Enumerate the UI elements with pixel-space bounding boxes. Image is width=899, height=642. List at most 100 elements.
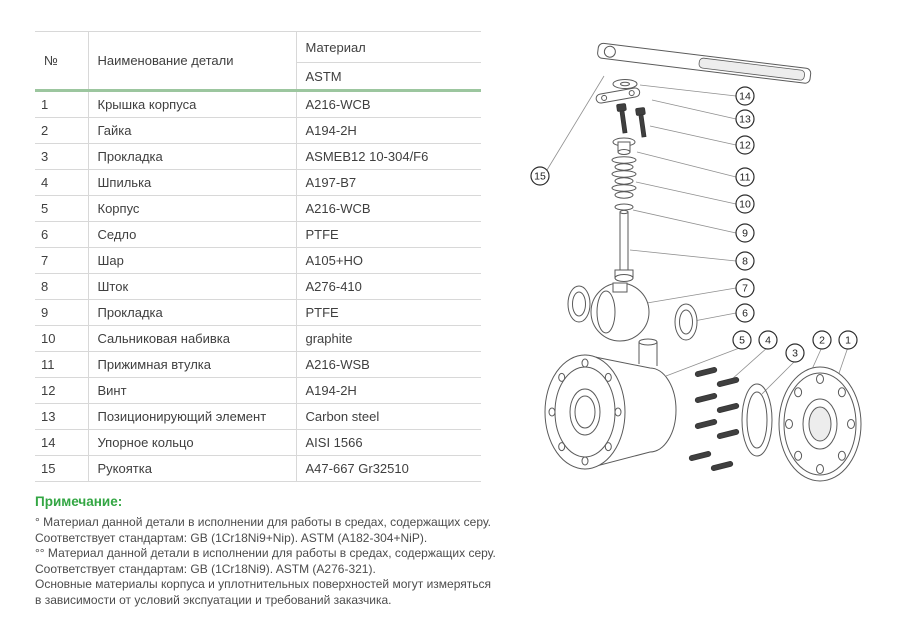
thrust-ring: [612, 79, 638, 89]
svg-text:12: 12: [739, 140, 751, 152]
part-name: Корпус: [87, 195, 296, 222]
part-number: 14: [35, 429, 88, 456]
part-material: Carbon steel: [295, 403, 481, 430]
stop-plate: [595, 87, 641, 104]
svg-text:11: 11: [740, 172, 751, 184]
note-title: Примечание:: [35, 494, 123, 509]
part-number: 9: [35, 299, 88, 326]
part-material: A216-WCB: [295, 90, 481, 118]
note-line: в зависимости от условий экспуатации и т…: [35, 592, 392, 607]
svg-text:3: 3: [792, 348, 798, 360]
part-name: Рукоятка: [87, 455, 296, 482]
ball: [590, 282, 650, 342]
part-name: Крышка корпуса: [87, 90, 296, 118]
part-number: 8: [35, 273, 88, 300]
part-material: A194-2H: [295, 117, 481, 144]
note-line: Соответствует стандартам: GB (1Cr18Ni9+N…: [35, 530, 428, 545]
callout-2: 2: [812, 330, 832, 350]
part-number: 4: [35, 169, 88, 196]
part-material: A105+HO: [295, 247, 481, 274]
part-name: Шпилька: [87, 169, 296, 196]
callout-4: 4: [758, 330, 778, 350]
svg-text:13: 13: [739, 114, 751, 126]
part-name: Прокладка: [87, 299, 296, 326]
screws: [616, 103, 647, 138]
part-number: 2: [35, 117, 88, 144]
end-flange: [778, 366, 862, 482]
callout-13: 13: [735, 109, 755, 129]
svg-text:10: 10: [739, 199, 751, 211]
part-number: 15: [35, 455, 88, 482]
part-number: 12: [35, 377, 88, 404]
svg-text:5: 5: [739, 335, 745, 347]
callout-5: 5: [732, 330, 752, 350]
part-name: Сальниковая набивка: [87, 325, 296, 352]
part-name: Шток: [87, 273, 296, 300]
svg-text:7: 7: [742, 283, 748, 295]
part-number: 6: [35, 221, 88, 248]
part-name: Шар: [87, 247, 296, 274]
col-header-material: Материал: [295, 31, 481, 63]
part-number: 3: [35, 143, 88, 170]
part-material: graphite: [295, 325, 481, 352]
part-number: 11: [35, 351, 88, 378]
callout-11: 11: [735, 167, 755, 187]
note-line: °° Материал данной детали в исполнении д…: [35, 546, 496, 560]
part-material: AISI 1566: [295, 429, 481, 456]
col-header-material-standard: ASTM: [295, 62, 481, 92]
svg-text:2: 2: [819, 335, 825, 347]
part-number: 13: [35, 403, 88, 430]
part-name: Винт: [87, 377, 296, 404]
part-material: A276-410: [295, 273, 481, 300]
svg-text:15: 15: [534, 171, 546, 183]
svg-text:8: 8: [742, 256, 748, 268]
callout-7: 7: [735, 278, 755, 298]
part-material: A216-WSB: [295, 351, 481, 378]
callout-15: 15: [530, 166, 550, 186]
seat-left: [567, 285, 591, 323]
callout-14: 14: [735, 86, 755, 106]
callout-10: 10: [735, 194, 755, 214]
part-material: A194-2H: [295, 377, 481, 404]
part-name: Седло: [87, 221, 296, 248]
part-material: A47-667 Gr32510: [295, 455, 481, 482]
part-name: Позиционирующий элемент: [87, 403, 296, 430]
col-header-num: №: [35, 31, 88, 92]
svg-text:4: 4: [765, 335, 771, 347]
part-number: 1: [35, 90, 88, 118]
svg-text:6: 6: [742, 308, 748, 320]
part-name: Прижимная втулка: [87, 351, 296, 378]
stem-gasket: [614, 203, 634, 211]
part-name: Прокладка: [87, 143, 296, 170]
col-header-name: Наименование детали: [87, 31, 296, 92]
note-line: Соответствует стандартам: GB (1Cr18Ni9).…: [35, 561, 376, 576]
part-material: PTFE: [295, 299, 481, 326]
part-name: Гайка: [87, 117, 296, 144]
callout-8: 8: [735, 251, 755, 271]
callout-3: 3: [785, 343, 805, 363]
flange-gasket: [741, 383, 773, 457]
svg-text:9: 9: [742, 228, 748, 240]
note-block: Примечание: ° Материал данной детали в и…: [35, 494, 575, 608]
part-number: 7: [35, 247, 88, 274]
note-line: ° Материал данной детали в исполнении дл…: [35, 515, 491, 529]
callout-6: 6: [735, 303, 755, 323]
valve-body: [544, 338, 677, 470]
handle: [597, 42, 812, 84]
